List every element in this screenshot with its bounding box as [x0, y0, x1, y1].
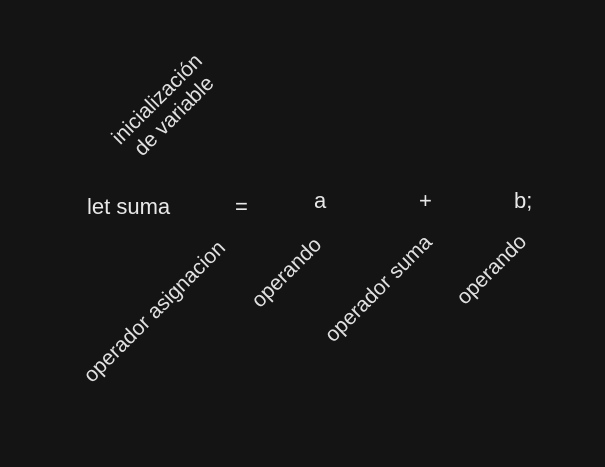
annotation-initialization: inicialización de variable	[107, 49, 224, 166]
annotation-operand-1: operando	[247, 233, 327, 313]
token-operand-a: a	[314, 188, 327, 213]
token-assignment-operator: =	[235, 194, 248, 219]
annotation-assignment-operator: operador asignacion	[79, 236, 231, 388]
annotation-operand-2: operando	[452, 230, 532, 310]
token-declaration: let suma	[87, 194, 171, 219]
annotation-sum-operator: operador suma	[320, 230, 437, 347]
token-plus-operator: +	[419, 188, 432, 213]
token-operand-b: b;	[514, 188, 533, 213]
